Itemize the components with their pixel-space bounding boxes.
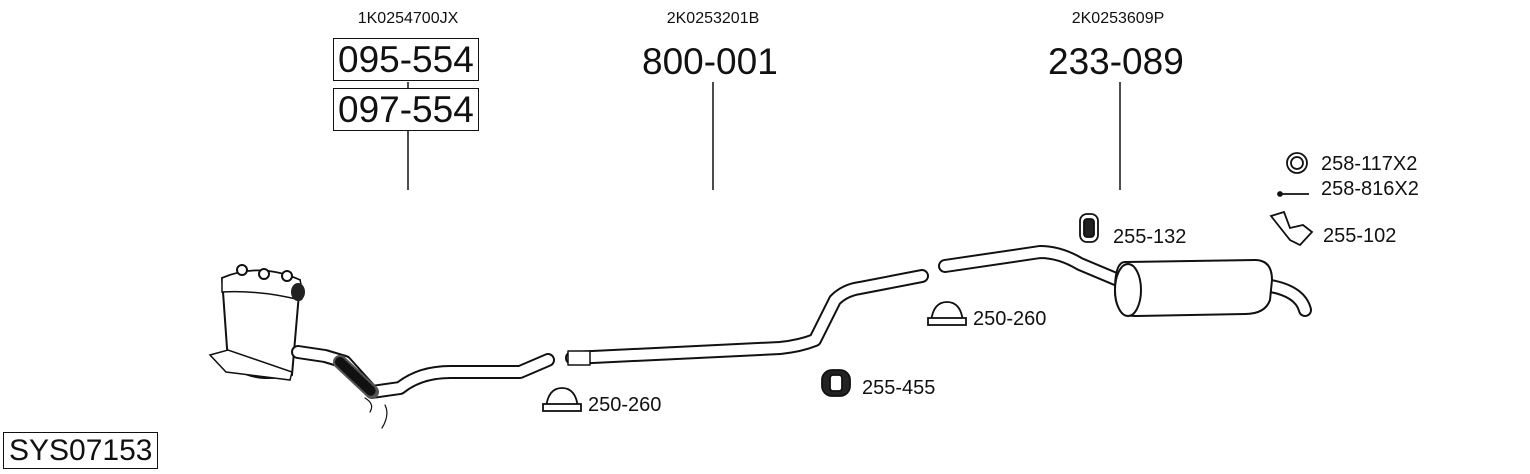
accessory-label[interactable]: 250-260 xyxy=(588,394,662,416)
system-code: SYS07153 xyxy=(3,432,159,469)
middle-pipe-icon xyxy=(565,269,929,366)
oe-number: 2K0253201B xyxy=(666,10,760,27)
part-number[interactable]: 800-001 xyxy=(642,41,778,82)
clamp-icon xyxy=(927,301,967,326)
accessory-label[interactable]: 250-260 xyxy=(973,308,1047,330)
rubber-hanger-icon xyxy=(821,369,851,397)
bolt-icon xyxy=(1277,191,1309,197)
accessory-label[interactable]: 258-117X2 xyxy=(1321,153,1418,175)
rubber-hanger-icon xyxy=(1079,213,1099,243)
front-pipe-icon xyxy=(291,345,555,429)
part-number-box[interactable]: 095-554 xyxy=(333,38,479,81)
part-number-box[interactable]: 097-554 xyxy=(333,88,479,131)
ring-gasket-icon xyxy=(1286,152,1308,174)
bracket-icon xyxy=(1269,210,1314,247)
accessory-label[interactable]: 255-455 xyxy=(862,377,936,399)
part-number[interactable]: 233-089 xyxy=(1048,41,1184,82)
accessory-label[interactable]: 255-102 xyxy=(1323,225,1397,247)
rear-silencer-icon xyxy=(938,245,1312,317)
oe-number: 1K0254700JX xyxy=(357,10,459,27)
clamp-icon xyxy=(542,387,582,412)
oe-number: 2K0253609P xyxy=(1071,10,1165,27)
accessory-label[interactable]: 258-816X2 xyxy=(1321,178,1419,200)
accessory-label[interactable]: 255-132 xyxy=(1113,226,1187,248)
dpf-filter-icon xyxy=(208,264,305,381)
